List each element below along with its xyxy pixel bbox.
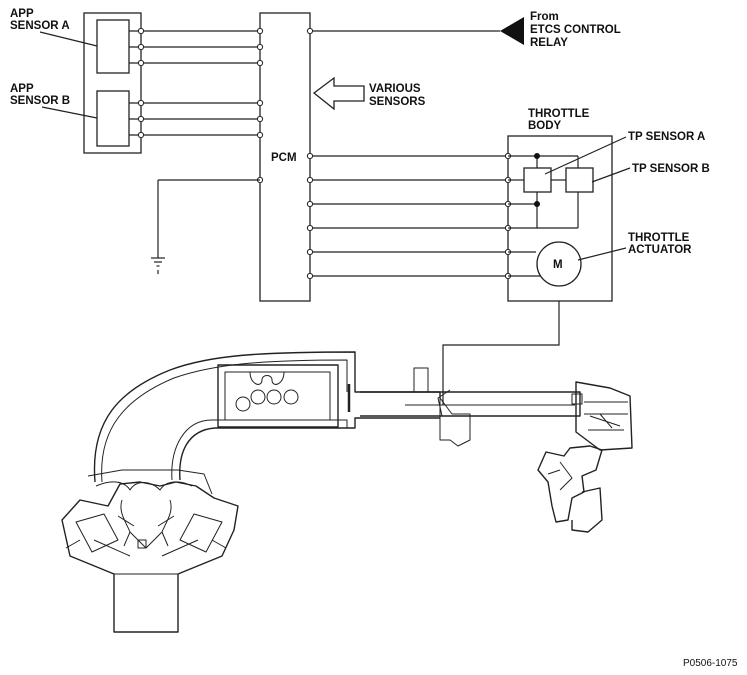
tp-sensor-b-label: TP SENSOR B (632, 163, 710, 175)
throttle-body-label-line2: BODY (528, 120, 562, 132)
etcs-relay-arrow-icon (500, 17, 524, 45)
app-sensor-a (96, 19, 130, 74)
pcm-module (259, 12, 311, 302)
app-sensor-a-label-line2: SENSOR A (10, 20, 70, 32)
app-sensor-b-label-line1: APP (10, 83, 34, 95)
pcm-left-pins (256, 27, 264, 184)
tp-sensor-a (523, 167, 552, 193)
throttle-actuator-label-line2: ACTUATOR (628, 244, 692, 256)
etcs-relay-label-line3: RELAY (530, 37, 568, 49)
throttle-body-label-line1: THROTTLE (528, 108, 590, 120)
ground-symbol (151, 179, 260, 274)
etcs-relay-label-line1: From (530, 11, 559, 23)
pcm-label: PCM (271, 152, 297, 164)
etcs-relay-wire (306, 17, 524, 45)
intake-engine-illustration (61, 351, 633, 633)
throttle-actuator-leader (577, 247, 627, 261)
app-sensor-b-leader (41, 106, 98, 119)
figure-id: P0506-1075 (683, 658, 738, 669)
app-sensor-b (96, 90, 130, 147)
app-sensor-b-label-line2: SENSOR B (10, 95, 70, 107)
various-sensors-label-line2: SENSORS (369, 96, 426, 108)
app-wiring (129, 27, 260, 139)
various-sensors-label-line1: VARIOUS (369, 83, 421, 95)
various-sensors-arrow-icon (312, 76, 365, 111)
tp-sensor-b (565, 167, 594, 193)
throttle-actuator-motor (536, 241, 582, 287)
etcs-relay-label-line2: ETCS CONTROL (530, 24, 621, 36)
actuator-link (442, 301, 560, 405)
tp-sensor-a-leader (544, 136, 627, 175)
tp-sensor-b-leader (591, 167, 631, 183)
app-sensor-a-leader (39, 31, 98, 47)
motor-label: M (553, 259, 563, 271)
throttle-actuator-label-line1: THROTTLE (628, 232, 690, 244)
app-sensor-a-label-line1: APP (10, 8, 34, 20)
tp-sensor-a-label: TP SENSOR A (628, 131, 705, 143)
throttle-body-wiring (306, 152, 579, 280)
